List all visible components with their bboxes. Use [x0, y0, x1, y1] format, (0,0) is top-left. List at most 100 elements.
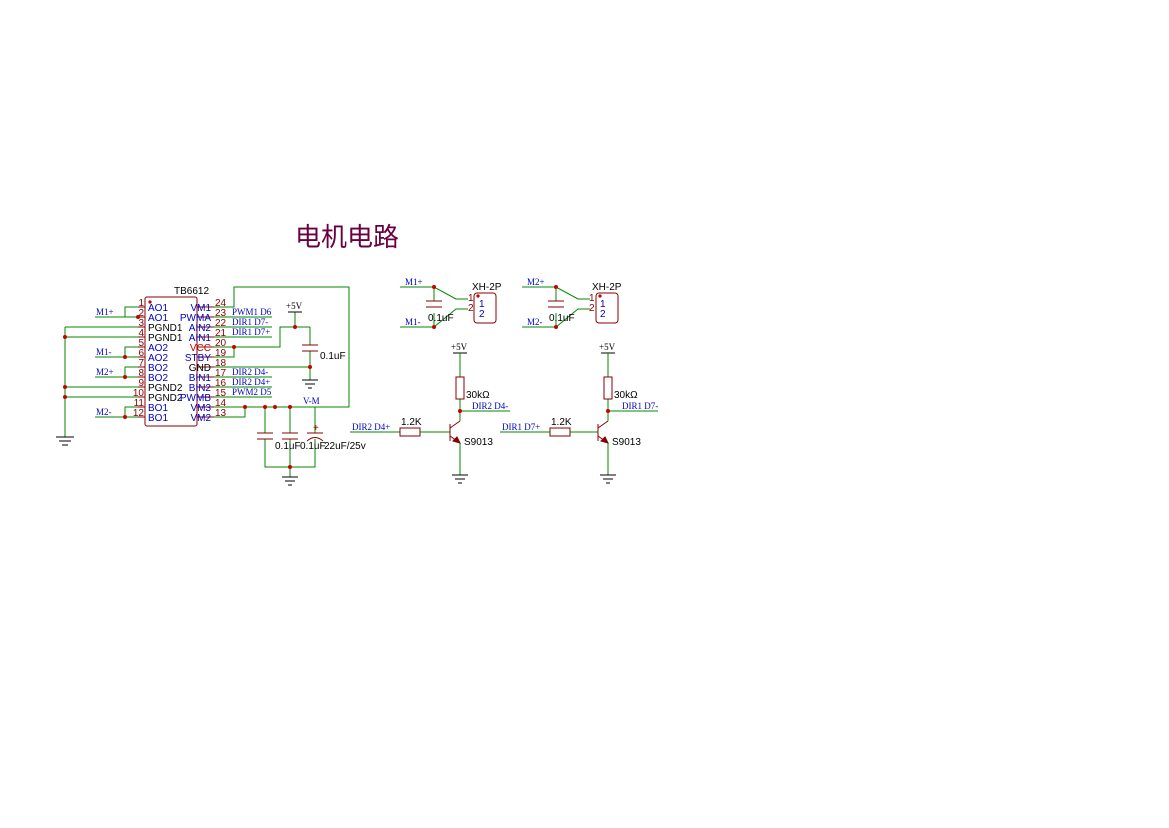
- right-pin-number: 20: [215, 338, 227, 349]
- inv1-vcc-label: +5V: [451, 342, 468, 352]
- cap-vcc-decoupling: 0.1uF: [302, 344, 346, 389]
- connector-m2: M2+ M2- 0.1uF XH-2P 1 2 1 2: [522, 277, 622, 329]
- right-pin-name: AIN2: [189, 323, 212, 334]
- inv2-vcc-label: +5V: [599, 342, 616, 352]
- vcc-label-chip: +5V: [286, 301, 303, 311]
- left-pin-name: PGND2: [148, 383, 183, 394]
- conn2-pin1-num: 1: [589, 293, 595, 304]
- net-label-m2p: M2+: [96, 367, 114, 377]
- right-pin-number: 21: [215, 328, 227, 339]
- inverter-dir1: +5V 30kΩ DIR1 D7- 1.2K DIR1 D7+ S9013: [500, 342, 658, 484]
- left-pin-number: 8: [138, 368, 144, 379]
- conn1-pin1-num: 1: [468, 293, 474, 304]
- inv1-res-base: 1.2K: [401, 417, 422, 428]
- left-pin-name: BO2: [148, 363, 168, 374]
- inv2-out-net: DIR1 D7-: [622, 401, 658, 411]
- right-pin-name: BIN1: [189, 373, 212, 384]
- cap-bank-value-3: 22uF/25v: [324, 441, 366, 452]
- conn1-net-m1p: M1+: [405, 277, 423, 287]
- conn1-pin1-name: 1: [479, 299, 485, 310]
- left-pin-name: BO1: [148, 403, 168, 414]
- net-label-dir1-d7p: DIR1 D7+: [232, 327, 270, 337]
- net-label-m1p: M1+: [96, 307, 114, 317]
- left-pin-name: PGND2: [148, 393, 183, 404]
- left-pin-name: PGND1: [148, 323, 183, 334]
- right-pin-name: VM1: [190, 303, 211, 314]
- conn1-cap-value: 0.1uF: [428, 313, 454, 324]
- inv2-res-base: 1.2K: [551, 417, 572, 428]
- tb6612-label: TB6612: [174, 286, 209, 297]
- right-pin-number: 23: [215, 308, 227, 319]
- right-pin-name: GND: [189, 363, 211, 374]
- inv1-transistor: S9013: [464, 437, 493, 448]
- tb6612-chip: TB6612: [144, 286, 209, 427]
- left-pin-name: AO2: [148, 343, 168, 354]
- inv2-res-pullup: 30kΩ: [614, 390, 638, 401]
- net-label-pwm2: PWM2 D5: [232, 387, 272, 397]
- left-pin-name: AO1: [148, 303, 168, 314]
- cap-bank-value-1: 0.1uF: [275, 441, 301, 452]
- net-label-pwm1: PWM1 D6: [232, 307, 272, 317]
- net-label-vm: V-M: [303, 396, 320, 406]
- cap-vcc-value: 0.1uF: [320, 351, 346, 362]
- left-pin-number: 3: [138, 318, 144, 329]
- right-pin-name: PWMA: [180, 313, 211, 324]
- left-pin-number: 4: [138, 328, 144, 339]
- conn2-label: XH-2P: [592, 282, 622, 293]
- net-label-dir2-d4m: DIR2 D4-: [232, 367, 268, 377]
- right-pin-number: 16: [215, 378, 227, 389]
- vcc-symbol-chip: +5V: [286, 301, 303, 313]
- right-pin-number: 24: [215, 298, 227, 309]
- cap-bank: + 0.1uF 0.1uF 22uF/25v: [257, 423, 366, 486]
- conn1-pin2-num: 2: [468, 303, 474, 314]
- conn1-net-m1m: M1-: [405, 317, 421, 327]
- right-pin-number: 22: [215, 318, 227, 329]
- right-pin-number: 18: [215, 358, 227, 369]
- cap-bank-value-2: 0.1uF: [300, 441, 326, 452]
- net-label-m2m: M2-: [96, 407, 112, 417]
- conn2-net-m2m: M2-: [527, 317, 543, 327]
- cap-polarity-mark: +: [313, 423, 319, 434]
- left-pin-number: 10: [133, 388, 145, 399]
- conn1-label: XH-2P: [472, 282, 502, 293]
- right-pin-name: VM2: [190, 413, 211, 424]
- left-pin-number: 6: [138, 348, 144, 359]
- left-pin-name: PGND1: [148, 333, 183, 344]
- conn2-pin2-num: 2: [589, 303, 595, 314]
- inverter-dir2: +5V 30kΩ DIR2 D4- 1.2K DIR2 D4+ S9013: [350, 342, 510, 484]
- left-pin-number: 5: [138, 338, 144, 349]
- right-pin-name: AIN1: [189, 333, 212, 344]
- left-pin-number: 9: [138, 378, 144, 389]
- page-title: 电机电路: [295, 223, 399, 253]
- inv1-res-pullup: 30kΩ: [466, 390, 490, 401]
- left-wiring: [56, 306, 140, 446]
- left-pin-name: AO1: [148, 313, 168, 324]
- inv1-in-net: DIR2 D4+: [352, 422, 390, 432]
- conn2-net-m2p: M2+: [527, 277, 545, 287]
- conn2-cap-value: 0.1uF: [549, 313, 575, 324]
- conn2-pin2-name: 2: [600, 309, 606, 320]
- net-label-m1m: M1-: [96, 347, 112, 357]
- right-pin-name: VM3: [190, 403, 211, 414]
- inv2-in-net: DIR1 D7+: [502, 422, 540, 432]
- right-pin-name: STBY: [185, 353, 211, 364]
- conn2-pin1-name: 1: [600, 299, 606, 310]
- right-pin-number: 14: [215, 398, 227, 409]
- left-pin-number: 2: [138, 308, 144, 319]
- net-label-dir1-d7m: DIR1 D7-: [232, 317, 268, 327]
- conn1-pin2-name: 2: [479, 309, 485, 320]
- left-pin-name: BO2: [148, 373, 168, 384]
- right-pin-number: 13: [215, 408, 227, 419]
- left-pin-name: AO2: [148, 353, 168, 364]
- inv1-out-net: DIR2 D4-: [472, 401, 508, 411]
- right-pin-number: 19: [215, 348, 227, 359]
- left-pin-number: 12: [133, 408, 145, 419]
- left-pin-name: BO1: [148, 413, 168, 424]
- left-pin-number: 1: [138, 298, 144, 309]
- net-label-dir2-d4p: DIR2 D4+: [232, 377, 270, 387]
- left-pin-number: 11: [134, 398, 145, 409]
- inv2-transistor: S9013: [612, 437, 641, 448]
